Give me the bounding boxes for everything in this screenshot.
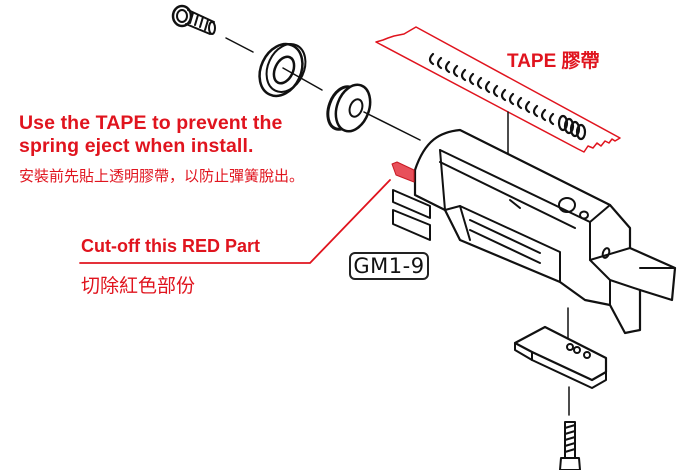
lower-plate-icon (513, 307, 608, 416)
cutoff-instruction-chinese: 切除紅色部份 (81, 276, 196, 297)
washer-icon (258, 42, 323, 98)
tape-instruction-english: Use the TAPE to prevent the spring eject… (19, 112, 283, 157)
screw-top-icon (171, 4, 254, 53)
cutoff-instruction-english: Cut-off this RED Part (81, 236, 260, 256)
part-number-label: GM1-9 (349, 252, 429, 280)
screw-bottom-icon (559, 421, 581, 470)
cutoff-leader-line (79, 179, 391, 264)
housing-icon (392, 128, 677, 335)
tape-label: TAPE 膠帶 (507, 51, 600, 72)
spring-icon (428, 52, 587, 141)
tape-instruction-chinese: 安裝前先貼上透明膠帶，以防止彈簧脫出。 (19, 168, 305, 185)
red-tab-icon (391, 161, 415, 183)
bushing-icon (326, 83, 421, 141)
